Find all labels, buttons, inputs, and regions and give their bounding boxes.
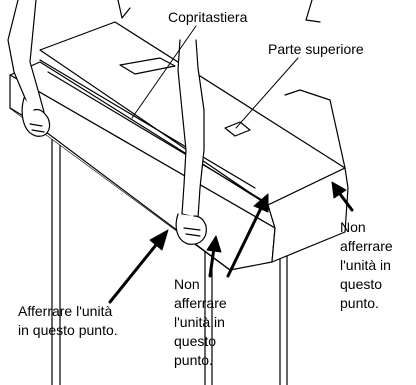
label-afferrare: Afferrare l'unità in questo punto. xyxy=(18,303,118,338)
arrow-non-bottom-2-head xyxy=(253,193,269,213)
arrow-non-bottom-2 xyxy=(226,204,264,278)
label-copritastiera: Copritastiera xyxy=(168,9,248,25)
label-non-afferrare-right: Non afferrare l'unità in questo punto. xyxy=(340,219,393,311)
left-arm xyxy=(7,0,131,137)
piano-legs xyxy=(51,124,288,385)
arrow-non-bottom-1-head xyxy=(206,235,222,253)
arrow-afferrare-head xyxy=(149,229,169,251)
arrows xyxy=(108,181,354,304)
leader-copritastiera xyxy=(131,25,197,119)
label-parte-superiore: Parte superiore xyxy=(268,41,364,57)
arrow-non-right-head xyxy=(331,181,347,199)
arrow-non-bottom-1 xyxy=(208,246,216,278)
arrow-afferrare xyxy=(108,238,162,304)
label-non-afferrare-bottom: Non afferrare l'unità in questo punto. xyxy=(174,276,227,368)
middle-arm xyxy=(175,39,207,245)
leader-parte-superiore xyxy=(235,57,299,129)
arrow-non-right xyxy=(338,192,354,212)
right-figure xyxy=(284,0,346,169)
leader-lines xyxy=(131,25,299,129)
